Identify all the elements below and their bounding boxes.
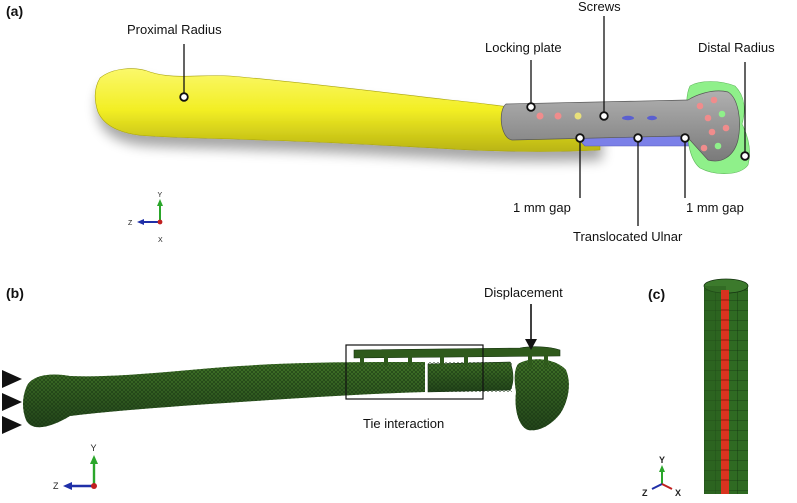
axis-a-z-label: Z — [128, 220, 133, 227]
fixed-boundary-markers — [2, 370, 22, 434]
label-locking-plate: Locking plate — [485, 40, 562, 55]
panel-b-mesh: Y Z — [2, 304, 569, 491]
screw-core-segments — [721, 299, 729, 481]
meshed-distal-grid — [514, 359, 569, 431]
axis-c-y-label: Y — [659, 455, 665, 465]
proximal-radius-bone — [94, 68, 601, 152]
tie-interaction-box — [345, 344, 484, 400]
axis-a-y-label: Y — [158, 192, 163, 199]
axis-c-z-label: Z — [642, 488, 648, 498]
label-displacement: Displacement — [484, 285, 563, 300]
label-proximal-radius: Proximal Radius — [127, 22, 222, 37]
axis-triad-b: Y Z — [53, 443, 98, 491]
label-tie-interaction: Tie interaction — [363, 416, 445, 431]
meshed-ulna-grid — [428, 362, 512, 392]
meshed-plate — [353, 346, 561, 368]
panel-c-screw-mesh: Y Z X — [642, 278, 749, 498]
axis-a-x-label: X — [158, 237, 163, 244]
label-gap-left: 1 mm gap — [513, 200, 571, 215]
callouts-panel-a — [183, 16, 746, 226]
label-gap-right: 1 mm gap — [686, 200, 744, 215]
axis-c-x-label: X — [675, 488, 681, 498]
axis-b-z-label: Z — [53, 481, 59, 491]
screw-core — [721, 290, 729, 494]
panel-label-c: (c) — [648, 286, 666, 302]
label-distal-radius: Distal Radius — [698, 40, 775, 55]
panel-label-a: (a) — [6, 3, 24, 19]
screw-heads — [536, 96, 730, 152]
meshed-radius-grid — [23, 362, 425, 428]
screw-cut-face — [704, 286, 726, 494]
locking-plate — [500, 90, 740, 162]
axis-triad-a: Y Z X — [128, 192, 163, 244]
callout-markers-a — [179, 92, 750, 161]
label-screws: Screws — [578, 0, 621, 14]
label-translocated-ulnar: Translocated Ulnar — [573, 229, 683, 244]
panel-label-b: (b) — [6, 285, 24, 301]
axis-b-y-label: Y — [91, 443, 97, 453]
panel-a-model: Y Z X — [94, 16, 750, 244]
axis-triad-c: Y Z X — [642, 455, 681, 498]
displacement-arrow — [525, 304, 537, 350]
